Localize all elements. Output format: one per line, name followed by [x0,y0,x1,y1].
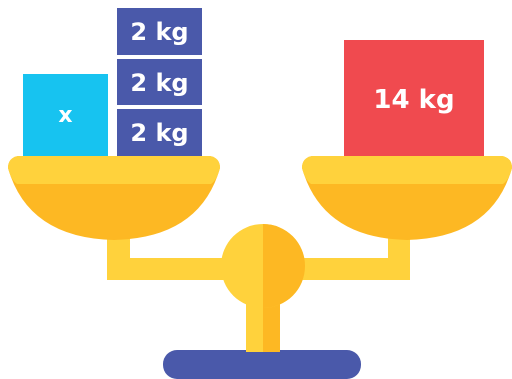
unknown-x-label: x [58,103,72,128]
scale-pivot [221,224,305,308]
weight-block-14kg: 14 kg [344,40,484,156]
right-pan [302,156,512,240]
weight-label: 14 kg [373,85,454,115]
weight-label: 2 kg [130,69,188,97]
weight-label: 2 kg [130,18,188,46]
weight-block-2kg-middle: 2 kg [117,59,202,105]
unknown-x-block: x [23,74,108,156]
scale-base [163,350,361,379]
weight-block-2kg-bottom: 2 kg [117,109,202,156]
weight-block-2kg-top: 2 kg [117,8,202,55]
weight-label: 2 kg [130,119,188,147]
left-pan [8,156,220,240]
